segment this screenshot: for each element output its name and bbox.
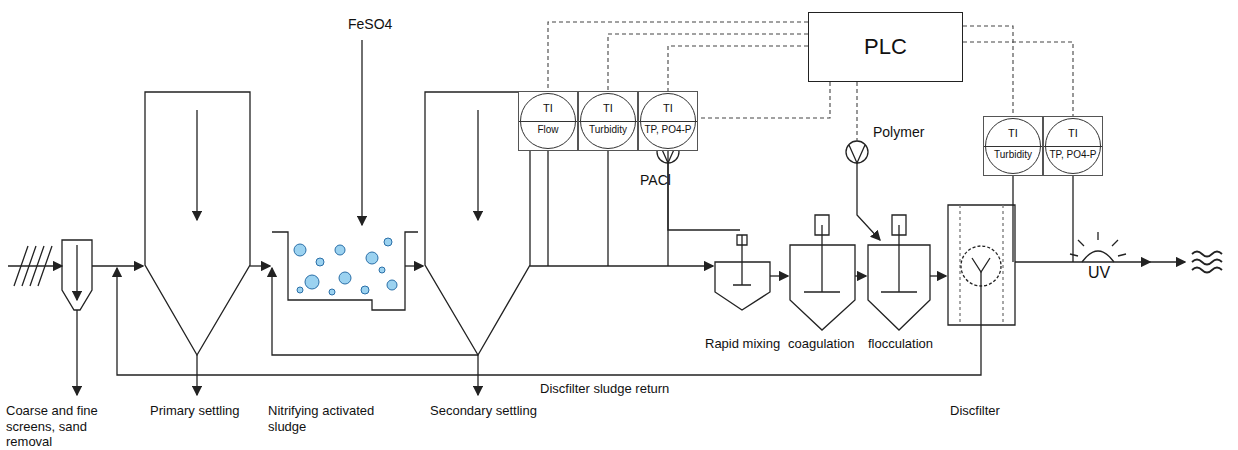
sensor-indicator: TI Flow xyxy=(518,91,578,151)
signal-line xyxy=(963,42,1073,116)
node-label: TI xyxy=(639,102,697,114)
text-label: Rapid mixing xyxy=(705,336,795,352)
node-label: PLC xyxy=(864,34,907,60)
text-label: flocculation xyxy=(868,336,948,352)
sensor-divider xyxy=(1044,146,1102,147)
text-label: Discfilter xyxy=(950,403,1030,419)
sensor-divider xyxy=(519,121,577,122)
sensor-indicator: TI Turbidity xyxy=(983,116,1043,176)
node-label: TI xyxy=(579,102,637,114)
text-label: Nitrifying activated sludge xyxy=(268,403,398,434)
sensor-divider xyxy=(639,121,697,122)
signal-line xyxy=(608,34,808,91)
signal-line xyxy=(963,26,1013,116)
text-label: Coarse and fine screens, sand removal xyxy=(6,403,136,450)
text-label: Polymer xyxy=(873,124,943,141)
text-label: Discfilter sludge return xyxy=(540,381,710,397)
signal-line xyxy=(668,46,808,91)
signal-line xyxy=(548,22,808,91)
sensor-indicator: TI TP, PO4-P xyxy=(638,91,698,151)
sensor-indicator: TI TP, PO4-P xyxy=(1043,116,1103,176)
text-label: Primary settling xyxy=(150,403,260,419)
node-sublabel: TP, PO4-P xyxy=(1044,149,1102,160)
node-sublabel: Turbidity xyxy=(579,124,637,135)
text-label: Secondary settling xyxy=(430,403,560,419)
node-sublabel: Flow xyxy=(519,124,577,135)
text-label: coagulation xyxy=(788,336,868,352)
sensor-indicator: TI Turbidity xyxy=(578,91,638,151)
node-sublabel: TP, PO4-P xyxy=(639,124,697,135)
text-label: FeSO4 xyxy=(348,16,408,33)
text-label: UV xyxy=(1084,263,1114,282)
node-label: TI xyxy=(984,127,1042,139)
controller-box: PLC xyxy=(808,12,963,82)
text-label: PACl xyxy=(640,172,680,189)
node-label: TI xyxy=(1044,127,1102,139)
sensor-divider xyxy=(984,146,1042,147)
sensor-divider xyxy=(579,121,637,122)
node-label: TI xyxy=(519,102,577,114)
node-sublabel: Turbidity xyxy=(984,149,1042,160)
